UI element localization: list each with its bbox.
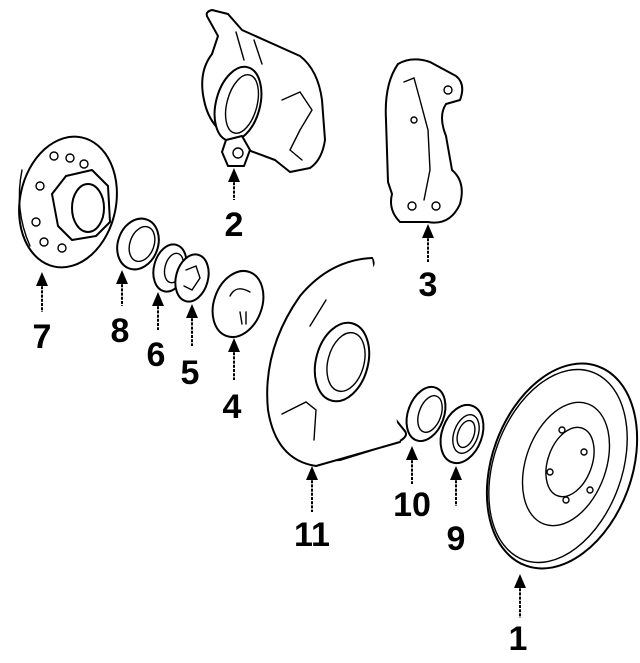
arrowhead-icon [116,270,128,284]
callout-8: 8 [111,270,130,350]
caliper-support-bracket-drawing [384,58,464,224]
callout-4: 4 [223,338,242,426]
callout-number: 6 [147,336,166,374]
arrowhead-icon [228,338,240,352]
callout-number: 9 [447,520,466,558]
callout-11: 11 [294,466,330,554]
brake-rotor-drawing [485,362,639,570]
arrowhead-icon [406,446,418,460]
callout-number: 2 [225,206,244,244]
callout-number: 7 [33,318,52,356]
callout-7: 7 [33,272,52,356]
callout-number: 3 [419,266,438,304]
callout-6: 6 [147,292,166,374]
callout-9: 9 [447,466,466,558]
grease-seal-drawing [405,385,447,443]
callout-number: 8 [111,312,130,350]
arrowhead-icon [186,304,198,318]
arrowhead-icon [306,466,318,480]
arrowhead-icon [228,168,240,182]
bearing-race-drawing [116,217,160,271]
lock-washer-drawing [174,253,210,303]
callout-5: 5 [181,304,200,392]
callout-2: 2 [225,168,244,244]
callout-3: 3 [419,224,438,304]
arrowhead-icon [152,292,164,306]
callout-number: 11 [294,516,330,554]
callout-number: 10 [393,486,431,524]
dust-cap-drawing [211,270,265,338]
hub-drawing [18,135,118,269]
callout-number: 4 [223,388,242,426]
inner-bearing-drawing [439,403,485,465]
callout-number: 5 [181,354,200,392]
arrowhead-icon [36,272,48,286]
arrowhead-icon [450,466,462,480]
callout-1: 1 [509,574,528,658]
arrowhead-icon [422,224,434,238]
splash-shield-drawing [266,257,407,467]
callout-number: 1 [509,620,528,658]
arrowhead-icon [514,574,526,588]
brake-caliper-drawing [201,9,326,173]
callout-10: 10 [393,446,431,524]
